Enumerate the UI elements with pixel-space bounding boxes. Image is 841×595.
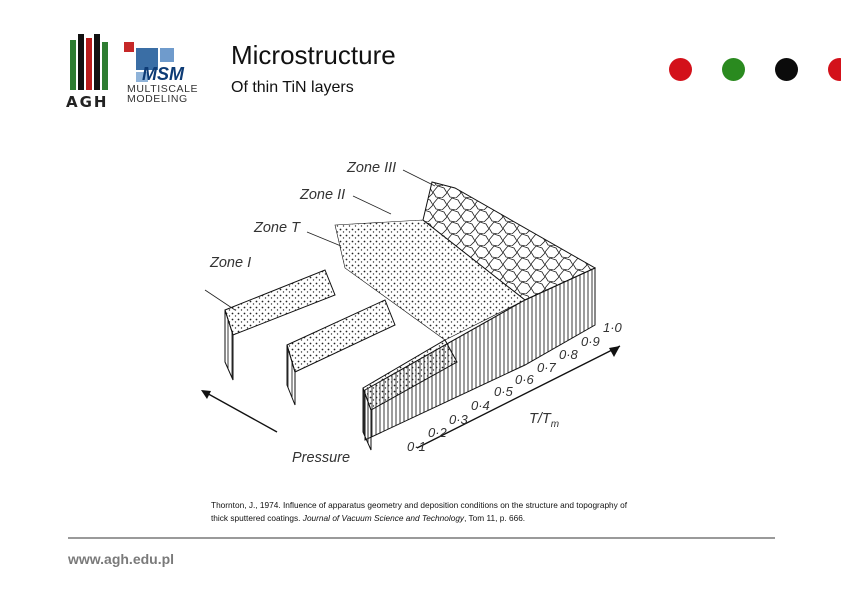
- agh-logo: [70, 34, 108, 90]
- prong-zone-i-front: [224, 309, 234, 381]
- msm-logo-caption: MULTISCALE MODELING: [127, 83, 199, 105]
- zone-i-leader: [204, 289, 236, 311]
- tick-0-4: 0·4: [471, 398, 490, 413]
- prong-zone-i: [224, 269, 336, 336]
- footer-divider: [68, 537, 775, 539]
- pressure-axis: [202, 390, 278, 433]
- msm-logo: MSM: [124, 42, 185, 84]
- black-dot-decoration: [775, 58, 798, 81]
- surface-zone-t: [334, 219, 526, 341]
- temperature-axis-label-main: T/T: [529, 411, 551, 427]
- temperature-axis: [416, 345, 621, 449]
- footer-url: www.agh.edu.pl: [68, 551, 175, 567]
- front-face-right: [364, 267, 596, 441]
- tick-0-7: 0·7: [537, 360, 556, 375]
- structure-zone-diagram: Zone III Zone II Zone T Zone I 0·1 0·2 0…: [195, 150, 645, 470]
- citation-details: , Tom 11, p. 666.: [464, 513, 526, 523]
- citation-text: Thornton, J., 1974. Influence of apparat…: [211, 500, 628, 523]
- tick-0-1: 0·1: [407, 439, 426, 454]
- tick-0-8: 0·8: [559, 347, 578, 362]
- zone-t-leader: [306, 231, 342, 247]
- label-zone-ii: Zone II: [300, 187, 346, 203]
- temperature-arrowhead: [609, 346, 620, 357]
- msm-logo-line1: MULTISCALE: [127, 83, 199, 95]
- label-zone-i: Zone I: [210, 255, 252, 271]
- red-dot-decoration-edge: [828, 58, 841, 81]
- zone-ii-leader: [352, 195, 392, 215]
- pressure-axis-label: Pressure: [292, 450, 351, 466]
- zone-model-drawing: [201, 169, 621, 451]
- agh-logo-text: AGH: [66, 93, 109, 111]
- temperature-axis-label-sub: m: [550, 418, 560, 430]
- msm-logo-line2: MODELING: [127, 93, 188, 105]
- tick-0-2: 0·2: [428, 425, 447, 440]
- red-dot-decoration: [669, 58, 692, 81]
- figure-citation: Thornton, J., 1974. Influence of apparat…: [211, 499, 631, 525]
- temperature-axis-label: T/Tm: [529, 411, 559, 430]
- green-dot-decoration: [722, 58, 745, 81]
- label-zone-iii: Zone III: [347, 160, 397, 176]
- citation-journal: Journal of Vacuum Science and Technology: [302, 513, 465, 523]
- tick-0-3: 0·3: [449, 412, 468, 427]
- tick-1-0: 1·0: [603, 320, 622, 335]
- prong-middle-front: [286, 344, 296, 406]
- prong-middle: [286, 299, 396, 373]
- tick-0-9: 0·9: [581, 334, 600, 349]
- prong-front-face: [362, 387, 372, 451]
- slide-title: Microstructure: [231, 40, 396, 70]
- label-zone-t: Zone T: [254, 220, 300, 236]
- zone-iii-leader: [402, 169, 436, 187]
- tick-0-5: 0·5: [494, 384, 513, 399]
- tick-0-6: 0·6: [515, 372, 534, 387]
- msm-logo-text: MSM: [142, 64, 185, 84]
- slide-subtitle: Of thin TiN layers: [231, 79, 354, 96]
- pressure-arrowhead: [201, 390, 211, 399]
